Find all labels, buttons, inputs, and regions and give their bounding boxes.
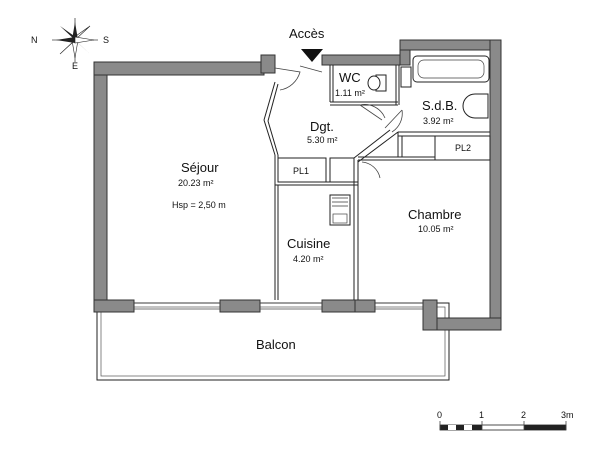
cuisine-area: 4.20 m²	[293, 254, 324, 264]
scale-label-2: 2	[521, 410, 526, 420]
wc-name: WC	[339, 70, 361, 85]
exterior-walls	[93, 39, 502, 331]
compass-north: N	[31, 35, 38, 45]
pl1-name: PL1	[293, 166, 309, 176]
balcon-name: Balcon	[256, 337, 296, 352]
sejour-hsp: Hsp = 2,50 m	[172, 200, 226, 210]
scale-bar	[439, 421, 567, 431]
sink-icon	[462, 93, 489, 119]
cuisine-name: Cuisine	[287, 236, 330, 251]
fixtures	[329, 55, 490, 226]
compass-east: E	[72, 61, 78, 71]
compass-rose-icon	[52, 18, 98, 62]
interior-walls	[263, 65, 491, 300]
dgt-area: 5.30 m²	[307, 135, 338, 145]
doors	[274, 65, 403, 179]
scale-label-0: 0	[437, 410, 442, 420]
compass-south: S	[103, 35, 109, 45]
access-label: Accès	[289, 26, 325, 41]
access-arrow-icon	[301, 49, 323, 62]
bay-windows	[134, 302, 423, 310]
scale-label-1: 1	[479, 410, 484, 420]
sdb-name: S.d.B.	[422, 98, 457, 113]
sejour-area: 20.23 m²	[178, 178, 214, 188]
chambre-area: 10.05 m²	[418, 224, 454, 234]
pl2-name: PL2	[455, 143, 471, 153]
chambre-name: Chambre	[408, 207, 461, 222]
wc-area: 1.11 m²	[335, 88, 365, 98]
dgt-name: Dgt.	[310, 119, 334, 134]
sejour-name: Séjour	[181, 160, 219, 175]
sdb-area: 3.92 m²	[423, 116, 454, 126]
balcony-outline	[96, 302, 450, 381]
scale-label-3: 3m	[561, 410, 574, 420]
